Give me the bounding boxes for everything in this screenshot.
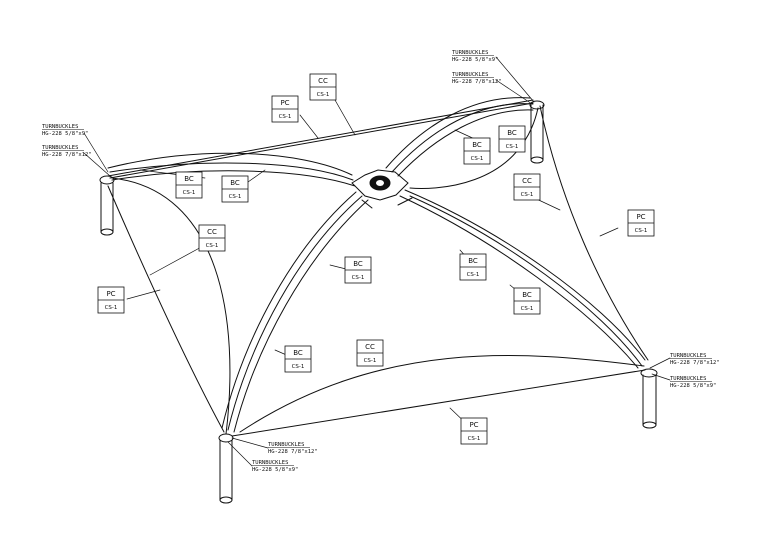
arch-rib-right [399, 189, 646, 369]
tag-leaders [126, 99, 619, 432]
member-tag: PC CS-1 [97, 286, 125, 314]
tag-member-code: PC [280, 99, 289, 107]
member-tag: BC CS-1 [175, 171, 203, 199]
note-title: TURNBUCKLES [268, 442, 304, 448]
member-tag: CC CS-1 [198, 224, 226, 252]
tag-member-code: BC [293, 349, 303, 357]
column-left [99, 175, 115, 236]
column-right [640, 368, 658, 429]
tag-member-code: CC [207, 228, 217, 236]
structure-linework [83, 56, 671, 504]
tag-member-code: BC [353, 260, 363, 268]
note-title: TURNBUCKLES [452, 72, 488, 78]
note-title: TURNBUCKLES [252, 460, 288, 466]
tag-section-code: CS-1 [292, 364, 305, 370]
note-spec: HG-228 5/8"x9" [452, 57, 498, 63]
note-title: TURNBUCKLES [670, 376, 706, 382]
note-title: TURNBUCKLES [452, 50, 488, 56]
note-title: TURNBUCKLES [42, 145, 78, 151]
member-tags: CCCS-1PCCS-1BCCS-1BCCS-1BCCS-1BCCS-1CCCS… [97, 73, 655, 445]
member-tag: CC CS-1 [309, 73, 337, 101]
leader-lines [83, 56, 671, 467]
note-spec: HG-228 7/8"x12" [42, 152, 92, 158]
tag-member-code: PC [636, 213, 645, 221]
tag-section-code: CS-1 [635, 228, 648, 234]
tag-section-code: CS-1 [317, 92, 330, 98]
tag-section-code: CS-1 [279, 114, 292, 120]
central-hub [351, 169, 413, 209]
tag-section-code: CS-1 [521, 192, 534, 198]
member-tag: PC CS-1 [271, 95, 299, 123]
tag-section-code: CS-1 [352, 275, 365, 281]
member-tag: CC CS-1 [513, 173, 541, 201]
tag-section-code: CS-1 [468, 436, 481, 442]
tag-section-code: CS-1 [364, 358, 377, 364]
column-bottom [218, 433, 234, 504]
tag-section-code: CS-1 [105, 305, 118, 311]
tag-member-code: BC [522, 291, 532, 299]
member-tag: BC CS-1 [344, 256, 372, 284]
note-title: TURNBUCKLES [670, 353, 706, 359]
tag-section-code: CS-1 [206, 243, 219, 249]
note-spec: HG-228 5/8"x9" [670, 383, 716, 389]
arch-rib-bottom [221, 191, 369, 433]
member-tag: PC CS-1 [627, 209, 655, 237]
tag-section-code: CS-1 [471, 156, 484, 162]
note-spec: HG-228 7/8"x12" [268, 449, 318, 455]
tag-member-code: CC [365, 343, 375, 351]
note-title: TURNBUCKLES [42, 124, 78, 130]
member-tag: BC CS-1 [284, 345, 312, 373]
tag-member-code: CC [318, 77, 328, 85]
tag-section-code: CS-1 [521, 306, 534, 312]
tag-member-code: PC [469, 421, 478, 429]
member-tag: BC CS-1 [221, 175, 249, 203]
tag-section-code: CS-1 [183, 190, 196, 196]
tag-member-code: BC [507, 129, 517, 137]
member-tag: PC CS-1 [460, 417, 488, 445]
tag-section-code: CS-1 [467, 272, 480, 278]
tag-member-code: BC [230, 179, 240, 187]
note-spec: HG-228 5/8"x9" [252, 467, 298, 473]
tag-section-code: CS-1 [229, 194, 242, 200]
member-tag: BC CS-1 [463, 137, 491, 165]
tag-member-code: CC [522, 177, 532, 185]
column-top-right [529, 100, 545, 164]
member-tag: BC CS-1 [498, 125, 526, 153]
tag-member-code: BC [468, 257, 478, 265]
perimeter-cables [107, 99, 649, 437]
tag-member-code: BC [472, 141, 482, 149]
catenary-cables [111, 107, 645, 435]
member-tag: BC CS-1 [459, 253, 487, 281]
tag-member-code: BC [184, 175, 194, 183]
note-spec: HG-228 7/8"x12" [452, 79, 502, 85]
tag-section-code: CS-1 [506, 144, 519, 150]
tag-member-code: PC [106, 290, 115, 298]
note-spec: HG-228 7/8"x12" [670, 360, 720, 366]
note-spec: HG-228 5/8"x9" [42, 131, 88, 137]
member-tag: BC CS-1 [513, 287, 541, 315]
member-tag: CC CS-1 [356, 339, 384, 367]
arch-rib-left [107, 152, 356, 187]
